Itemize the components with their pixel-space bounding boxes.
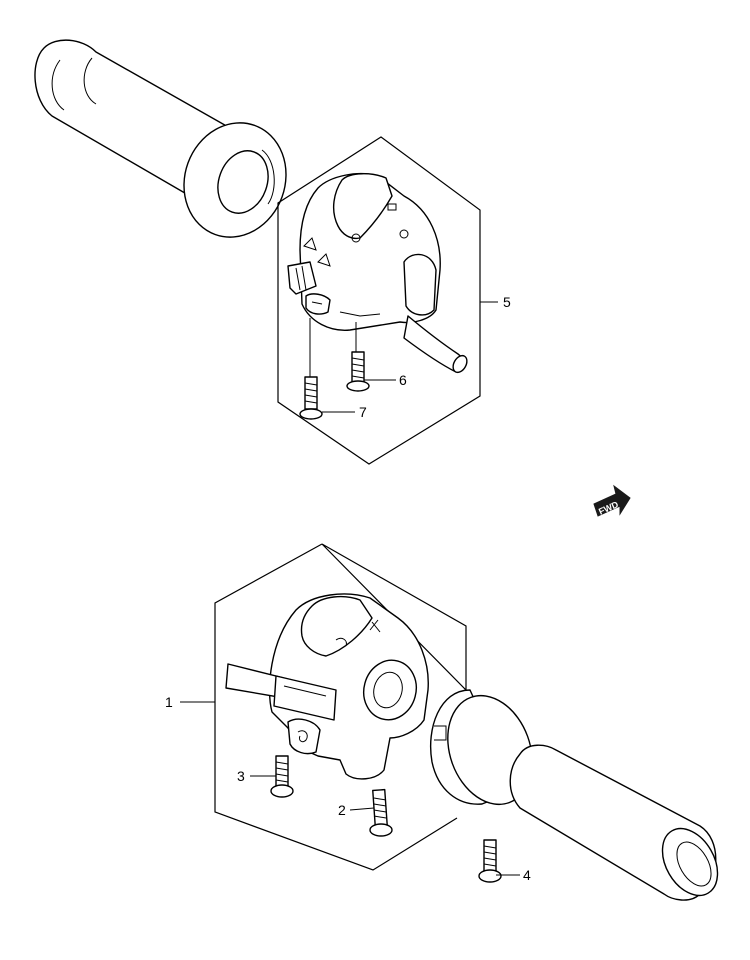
callout-3: 3	[237, 768, 245, 784]
callout-1: 1	[165, 694, 173, 710]
right-switch-housing	[225, 593, 429, 780]
callout-2: 2	[338, 802, 346, 818]
fwd-badge: FWD	[593, 484, 631, 517]
leader-2	[349, 807, 375, 811]
upper-assembly-boundary	[277, 136, 481, 465]
screw-4	[478, 839, 502, 883]
left-switch-housing	[287, 173, 468, 374]
screw-2	[369, 788, 393, 837]
screw-6	[346, 322, 370, 392]
left-grip	[34, 39, 287, 238]
callout-7: 7	[359, 404, 367, 420]
screw-3	[270, 755, 294, 798]
callout-5: 5	[503, 294, 511, 310]
right-grip	[429, 689, 719, 901]
lower-boundary-left	[214, 543, 458, 871]
screw-7	[299, 318, 323, 420]
callout-6: 6	[399, 372, 407, 388]
callout-4: 4	[523, 867, 531, 883]
